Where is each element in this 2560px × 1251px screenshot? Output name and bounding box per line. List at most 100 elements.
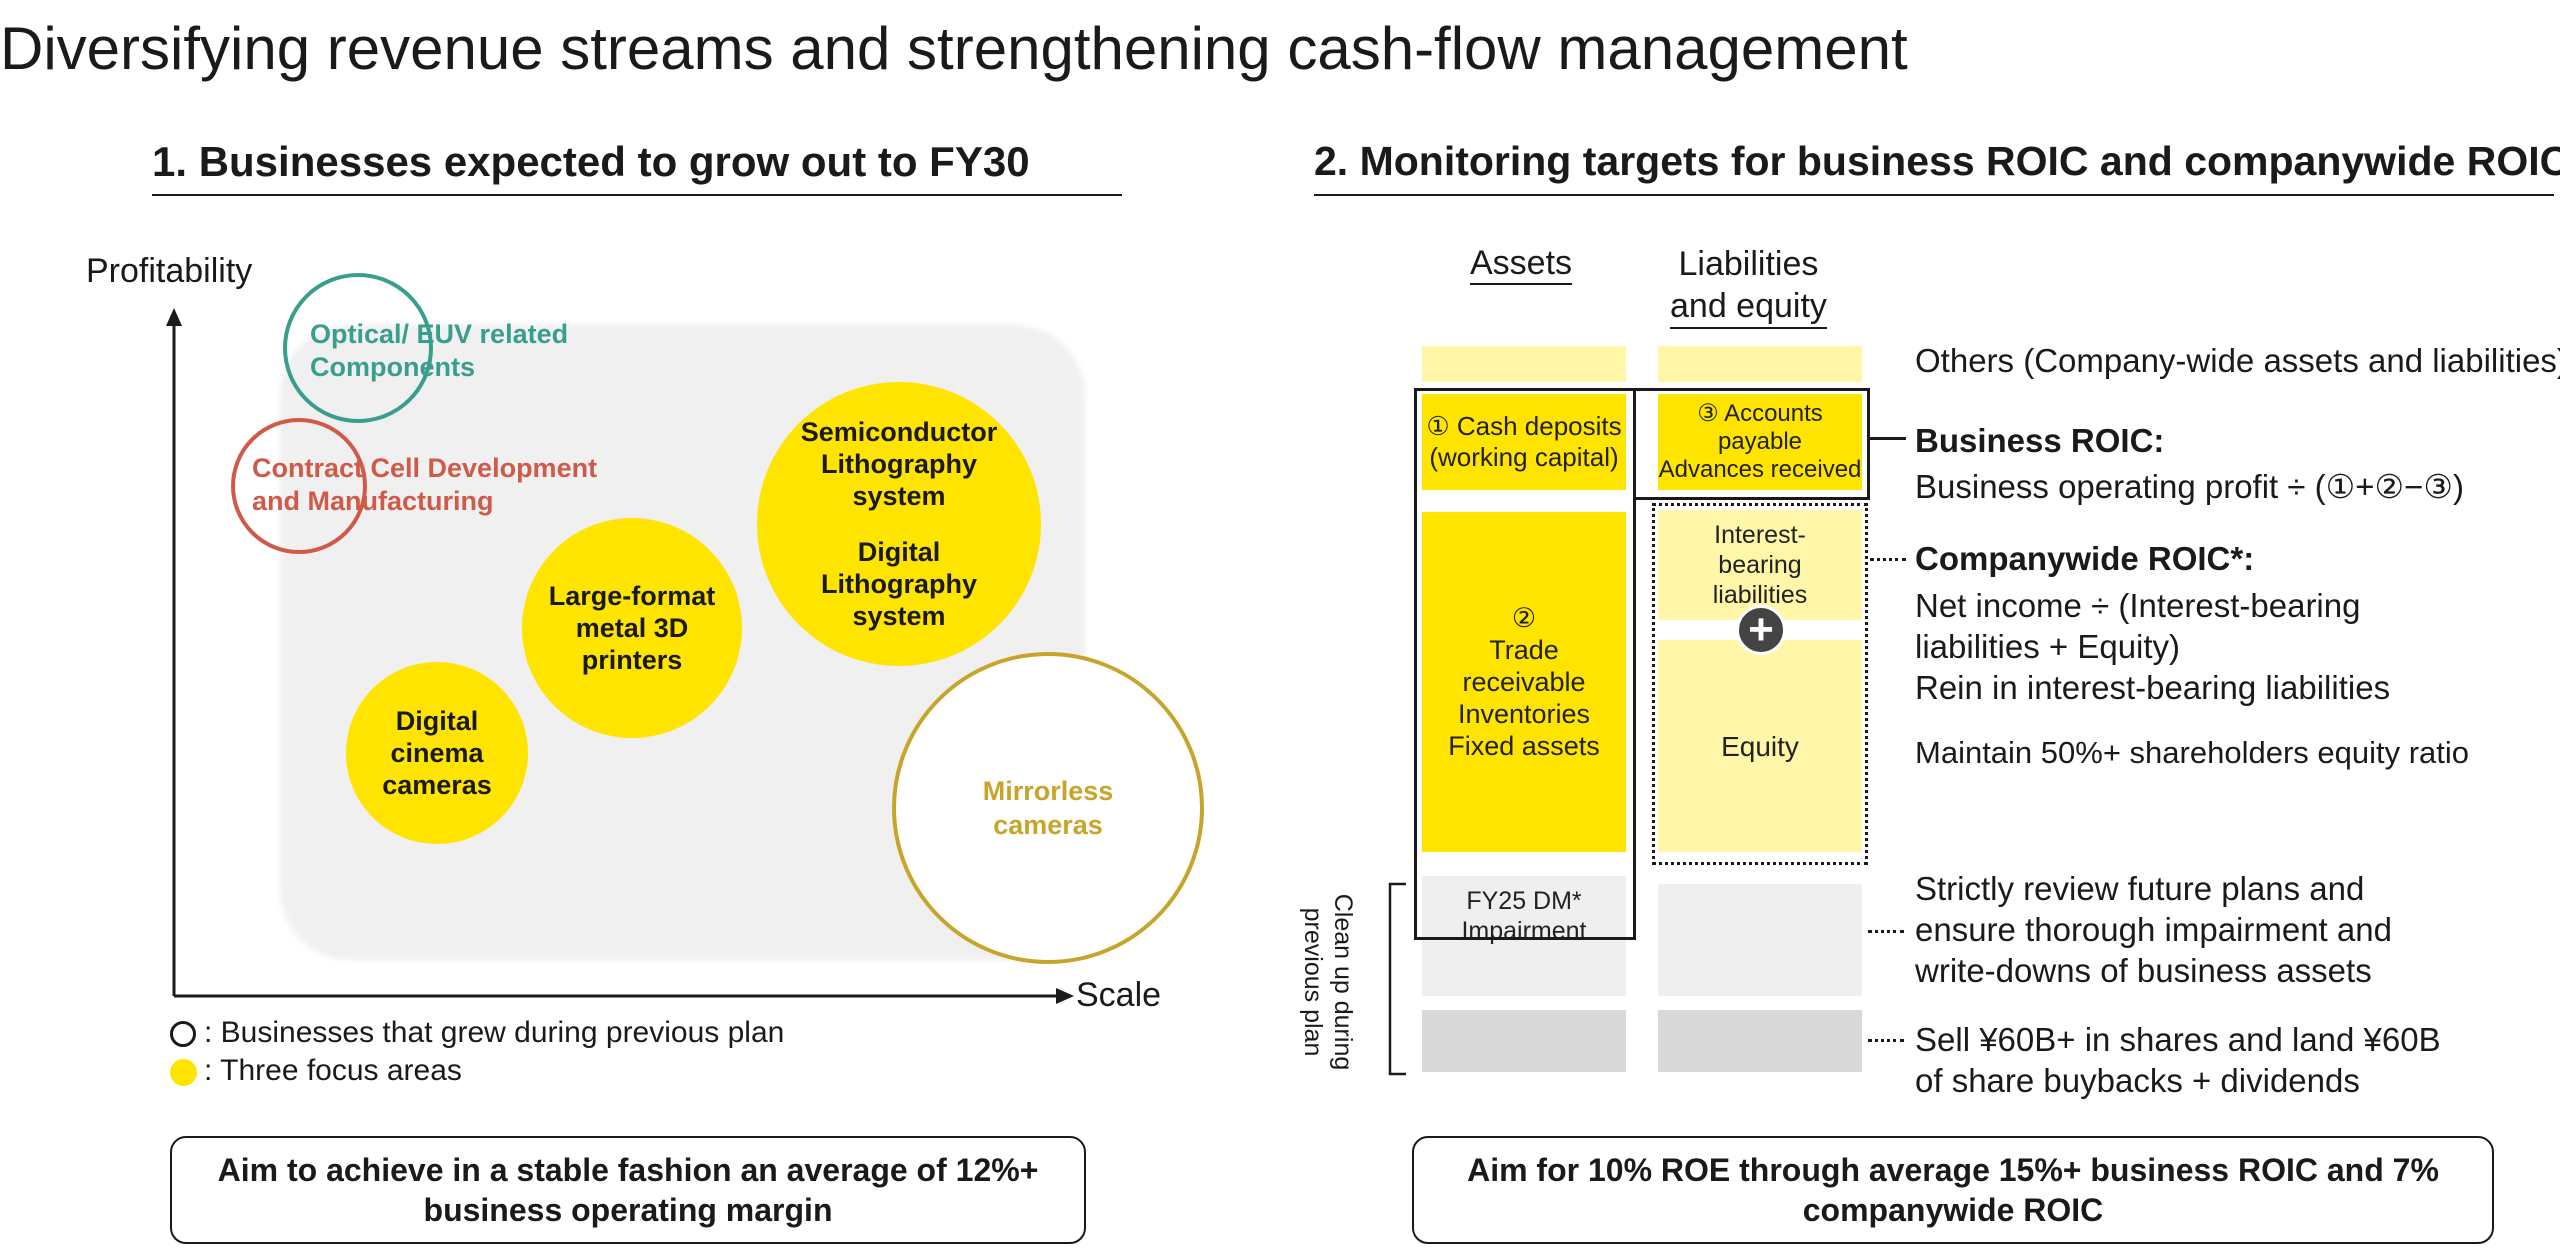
business-roic-connector xyxy=(1870,437,1906,440)
printers-line-1: Large-format xyxy=(548,581,716,611)
liabilities-header-line-1: Liabilities xyxy=(1678,245,1819,283)
trade-line-5: Fixed assets xyxy=(1448,731,1600,761)
impairment-liab-block xyxy=(1658,884,1862,996)
cinema-line-3: cameras xyxy=(382,770,492,800)
cleanup-line-1: Clean up during xyxy=(1329,893,1357,1071)
review-line-2: ensure thorough impairment and xyxy=(1915,911,2392,948)
review-text: Strictly review future plans and ensure … xyxy=(1915,868,2392,991)
legend-outline-circle-icon xyxy=(170,1021,196,1047)
companywide-line-1: Net income ÷ (Interest-bearing xyxy=(1915,587,2361,624)
review-line-1: Strictly review future plans and xyxy=(1915,870,2365,907)
trade-line-3: receivable xyxy=(1462,667,1586,697)
section-1-underline xyxy=(152,194,1122,196)
interest-line-3: liabilities xyxy=(1712,581,1808,609)
sell-line-1: Sell ¥60B+ in shares and land ¥60B xyxy=(1915,1021,2441,1058)
impairment-block: FY25 DM* Impairment xyxy=(1422,876,1626,996)
companywide-roic-text: Net income ÷ (Interest-bearing liabiliti… xyxy=(1915,585,2390,708)
chart-axes xyxy=(166,308,1074,1004)
optical-euv-bubble xyxy=(283,273,433,423)
trade-line-2: Trade xyxy=(1489,635,1559,665)
optical-euv-line-1: Optical/ EUV related xyxy=(310,319,569,349)
printers-line-2: metal 3D xyxy=(575,613,689,643)
digital-litho-line-1: Digital xyxy=(857,537,941,567)
business-roic-title: Business ROIC: xyxy=(1915,422,2165,459)
assets-header: Assets xyxy=(1470,243,1573,285)
frame-spacer xyxy=(1414,388,1636,940)
mirrorless-line-2: cameras xyxy=(993,810,1103,840)
mirrorless-bubble: Mirrorless cameras xyxy=(892,652,1204,964)
others-assets-block xyxy=(1422,346,1626,382)
equity-label: Equity xyxy=(1721,730,1799,762)
right-goal-line-2: companywide ROIC xyxy=(1802,1192,2104,1228)
section-2-underline xyxy=(1314,194,2554,196)
companywide-roic-connector xyxy=(1870,558,1906,561)
accounts-payable-block: ③ Accounts payable Advances received xyxy=(1658,394,1862,490)
business-roic-frame-left xyxy=(1414,388,1636,940)
cleanup-assets-block xyxy=(1422,1010,1626,1072)
cash-deposits-block: ① Cash deposits (working capital) xyxy=(1422,394,1626,490)
x-axis-label: Scale xyxy=(1076,976,1162,1014)
companywide-dotted-frame xyxy=(1652,503,1868,865)
section-2-heading: 2. Monitoring targets for business ROIC … xyxy=(1314,138,2560,184)
legend-focus-label: : Three focus areas xyxy=(204,1054,462,1087)
semiconductor-line-3: system xyxy=(852,481,946,511)
trade-line-1: ② xyxy=(1511,603,1537,633)
right-goal-line-1: Aim for 10% ROE through average 15%+ bus… xyxy=(1467,1152,2439,1188)
interest-line-2: bearing xyxy=(1718,551,1802,579)
cinema-bubble: Digital cinema cameras xyxy=(346,662,528,844)
contract-cell-bubble xyxy=(231,418,367,554)
digital-litho-line-3: system xyxy=(852,601,946,631)
companywide-line-3: Rein in interest-bearing liabilities xyxy=(1915,669,2391,706)
cleanup-label: Clean up during previous plan xyxy=(1298,887,1358,1077)
semiconductor-line-1: Semiconductor xyxy=(800,417,998,447)
sell-text: Sell ¥60B+ in shares and land ¥60B of sh… xyxy=(1915,1019,2441,1101)
contract-cell-line-2: and Manufacturing xyxy=(252,486,494,516)
interest-line-1: Interest- xyxy=(1714,521,1806,549)
lithography-bubble: Semiconductor Lithography system Digital… xyxy=(757,382,1041,666)
sell-line-2: of share buybacks + dividends xyxy=(1915,1062,2360,1099)
cleanup-liab-block xyxy=(1658,1010,1862,1072)
companywide-line-2: liabilities + Equity) xyxy=(1915,628,2181,665)
equity-block: Equity xyxy=(1658,640,1862,852)
legend-filled-circle-icon xyxy=(170,1059,197,1086)
trade-receivable-block: ② Trade receivable Inventories Fixed ass… xyxy=(1422,512,1626,852)
y-axis-label: Profitability xyxy=(86,252,253,290)
left-goal-line-1: Aim to achieve in a stable fashion an av… xyxy=(217,1152,1039,1188)
review-line-3: write-downs of business assets xyxy=(1915,952,2372,989)
right-goal-box: Aim for 10% ROE through average 15%+ bus… xyxy=(1412,1136,2494,1244)
companywide-roic-title: Companywide ROIC*: xyxy=(1915,540,2255,577)
mirrorless-line-1: Mirrorless xyxy=(982,776,1114,806)
optical-euv-label: Optical/ EUV related Components xyxy=(310,318,568,384)
cleanup-bracket xyxy=(1388,882,1406,1076)
cinema-line-2: cinema xyxy=(390,738,484,768)
cash-line-1: ① Cash deposits xyxy=(1426,411,1622,441)
printers-line-3: printers xyxy=(581,645,683,675)
liabilities-header: Liabilities and equity xyxy=(1670,243,1827,329)
section-1-heading: 1. Businesses expected to grow out to FY… xyxy=(152,138,1030,185)
cleanup-line-2: previous plan xyxy=(1299,907,1327,1057)
trade-line-4: Inventories xyxy=(1457,699,1591,729)
semiconductor-line-2: Lithography xyxy=(821,449,977,479)
printers-bubble: Large-format metal 3D printers xyxy=(522,518,742,738)
contract-cell-line-1: Contract Cell Development xyxy=(252,453,598,483)
others-liab-block xyxy=(1658,346,1862,382)
liabilities-header-line-2: and equity xyxy=(1670,285,1827,329)
accounts-line-2: payable xyxy=(1717,428,1803,455)
plus-icon: + xyxy=(1736,605,1786,655)
review-connector xyxy=(1868,930,1904,933)
left-goal-line-2: business operating margin xyxy=(423,1192,833,1228)
left-goal-box: Aim to achieve in a stable fashion an av… xyxy=(170,1136,1086,1244)
contract-cell-label: Contract Cell Development and Manufactur… xyxy=(252,452,597,518)
business-roic-formula: Business operating profit ÷ (①+②−③) xyxy=(1915,468,2464,505)
accounts-line-1: ③ Accounts xyxy=(1697,400,1823,427)
accounts-line-3: Advances received xyxy=(1658,456,1862,483)
impairment-line-1: FY25 DM* xyxy=(1466,887,1582,915)
sell-connector xyxy=(1868,1039,1904,1042)
cash-line-2: (working capital) xyxy=(1429,442,1619,472)
others-label: Others (Company-wide assets and liabilit… xyxy=(1915,342,2560,379)
impairment-line-2: Impairment xyxy=(1461,917,1587,945)
equity-ratio-text: Maintain 50%+ shareholders equity ratio xyxy=(1915,735,2470,770)
cinema-line-1: Digital xyxy=(395,706,479,736)
page-title: Diversifying revenue streams and strengt… xyxy=(0,15,1908,82)
digital-litho-line-2: Lithography xyxy=(821,569,977,599)
